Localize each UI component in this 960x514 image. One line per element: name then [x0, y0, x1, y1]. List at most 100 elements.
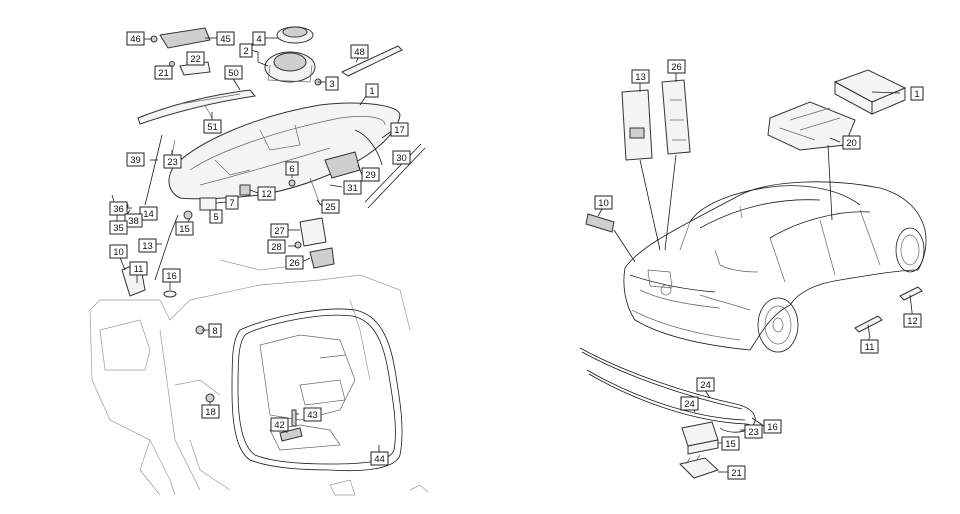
callout-label: 2 [243, 46, 248, 57]
callout-label: 44 [374, 454, 385, 465]
callout-r24a-part-24: 24 [696, 377, 715, 392]
tailgate-inner-panel [168, 102, 401, 200]
sensor-rod-11 [854, 315, 883, 333]
callout-label: 13 [635, 72, 646, 83]
callout-l29-part-29: 29 [361, 167, 380, 182]
part-18 [205, 393, 215, 403]
bumper-cable-strip [579, 347, 741, 406]
callout-l35-part-35: 35 [109, 220, 128, 235]
callout-r26-part-26: 26 [667, 59, 686, 74]
callout-l1-part-1: 1 [365, 83, 379, 98]
callout-r21-part-21: 21 [727, 465, 746, 480]
sensor-rod-12 [899, 286, 923, 301]
callout-r24b-part-24: 24 [680, 396, 699, 411]
callout-label: 30 [396, 153, 407, 164]
callout-r10-part-10: 10 [594, 195, 613, 210]
part-6 [288, 179, 296, 187]
leader-lines-left [116, 37, 399, 452]
rear-wheel [757, 297, 799, 353]
callout-r20-part-20: 20 [842, 135, 861, 150]
callout-label: 22 [190, 54, 201, 65]
callout-l11-part-11: 11 [129, 261, 148, 276]
part-43 [291, 409, 297, 427]
callout-l38-part-38: 38 [124, 213, 143, 228]
callout-label: 4 [256, 34, 261, 45]
part-7 [199, 197, 217, 211]
callout-label: 16 [166, 271, 177, 282]
control-module-13 [621, 89, 653, 161]
callout-label: 25 [325, 202, 336, 213]
cable-17 [354, 129, 383, 166]
callout-l16-part-16: 16 [162, 268, 181, 283]
part-16 [163, 290, 177, 298]
callout-label: 51 [207, 122, 218, 133]
callout-l6-part-6: 6 [285, 161, 299, 176]
cable-30 [367, 147, 426, 209]
cover-cap-45 [159, 27, 211, 49]
callout-r23-part-23: 23 [744, 424, 763, 439]
callout-label: 46 [130, 34, 141, 45]
callout-label: 38 [128, 216, 139, 227]
callout-label: 29 [365, 170, 376, 181]
callout-l36-part-36: 36 [109, 201, 128, 216]
callout-label: 24 [684, 399, 695, 410]
callout-label: 11 [134, 264, 144, 275]
sedan-body-outline [623, 181, 927, 351]
callout-label: 17 [394, 125, 405, 136]
callout-label: 18 [205, 407, 216, 418]
callout-label: 27 [274, 226, 285, 237]
callout-l23-part-23: 23 [163, 154, 182, 169]
callout-label: 26 [289, 258, 300, 269]
callout-l13-part-13: 13 [138, 238, 157, 253]
callout-l14-part-14: 14 [139, 206, 158, 221]
callout-label: 36 [113, 204, 124, 215]
vehicle-rear-body-outline [89, 259, 429, 496]
speaker-assembly [264, 26, 322, 86]
callout-label: 31 [347, 183, 358, 194]
callout-label: 20 [846, 138, 857, 149]
callout-label: 43 [307, 410, 318, 421]
callout-label: 21 [158, 68, 169, 79]
callout-l28-part-28: 28 [267, 239, 286, 254]
callout-label: 12 [261, 189, 272, 200]
callout-label: 23 [167, 157, 178, 168]
callout-label: 10 [113, 247, 124, 258]
trim-strip-48 [340, 45, 403, 77]
callout-label: 15 [725, 439, 736, 450]
gas-strut-13 [154, 234, 171, 281]
mounting-tray-20 [767, 101, 856, 151]
callout-l7-part-7: 7 [225, 195, 239, 210]
callout-label: 48 [354, 47, 365, 58]
callout-label: 7 [229, 198, 234, 209]
callout-l10-part-10: 10 [109, 244, 128, 259]
callout-l2-part-2: 2 [239, 43, 253, 58]
callout-label: 23 [748, 427, 759, 438]
callout-label: 1 [914, 89, 919, 100]
callout-l48-part-48: 48 [350, 44, 369, 59]
callout-label: 50 [228, 68, 239, 79]
callout-l51-part-51: 51 [203, 119, 222, 134]
callout-l26-part-26: 26 [285, 255, 304, 270]
tailgate-exploded-view: 4645424822215031511739233062931127361452… [89, 26, 429, 496]
callout-l12-part-12: 12 [257, 186, 276, 201]
callout-label: 21 [731, 468, 742, 479]
latch-27 [299, 217, 327, 247]
callout-label: 10 [598, 198, 609, 209]
callout-label: 26 [671, 62, 682, 73]
callout-label: 35 [113, 223, 124, 234]
part-12 [239, 184, 251, 196]
control-module-26 [661, 79, 691, 155]
callout-label: 12 [907, 316, 918, 327]
callout-l22-part-22: 22 [186, 51, 205, 66]
callout-label: 45 [220, 34, 231, 45]
callout-label: 14 [143, 209, 154, 220]
callout-l31-part-31: 31 [343, 180, 362, 195]
callout-l15-part-15: 15 [175, 221, 194, 236]
callout-label: 13 [142, 241, 153, 252]
callout-label: 11 [865, 342, 875, 353]
callout-l42-part-42: 42 [270, 417, 289, 432]
callout-l5-part-5: 5 [209, 209, 223, 224]
callout-r1-part-1: 1 [910, 86, 924, 101]
callout-l17-part-17: 17 [390, 122, 409, 137]
